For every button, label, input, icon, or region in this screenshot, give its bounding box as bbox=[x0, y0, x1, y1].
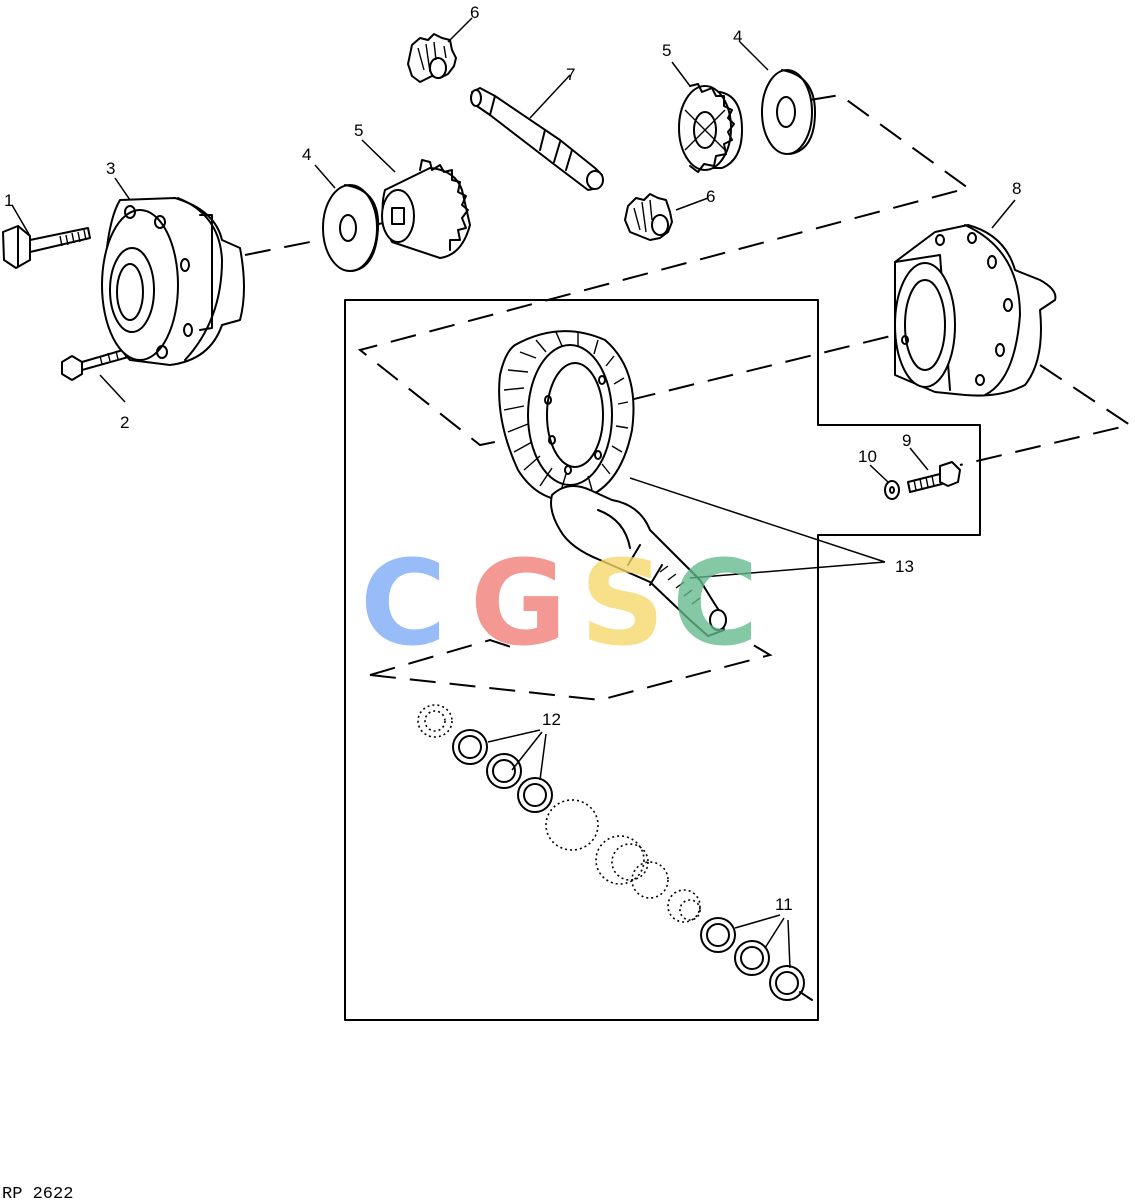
callout-2: 2 bbox=[120, 413, 129, 432]
part-4-thrust-washer-left bbox=[322, 184, 380, 272]
part-6-pinion-gear-top bbox=[407, 33, 457, 83]
callout-3: 3 bbox=[106, 159, 115, 178]
callout-9: 9 bbox=[902, 431, 911, 450]
callout-10: 10 bbox=[858, 447, 877, 466]
part-13-ring-gear-and-pinion bbox=[498, 330, 727, 637]
part-4-thrust-washer-right bbox=[761, 69, 816, 155]
cgsc-watermark: C G S C bbox=[360, 534, 759, 672]
callout-6-top: 6 bbox=[470, 3, 479, 22]
part-11-shim-set bbox=[700, 917, 813, 1001]
callout-5-left: 5 bbox=[354, 121, 363, 140]
part-9-cap-screw bbox=[907, 461, 961, 493]
callout-8: 8 bbox=[1012, 179, 1021, 198]
part-6-pinion-gear-lower bbox=[624, 193, 673, 241]
phantom-bearing-parts bbox=[545, 799, 701, 923]
part-12-shim-set bbox=[417, 704, 553, 813]
part-5-side-gear-right bbox=[678, 83, 743, 173]
case-boundary-box bbox=[344, 299, 981, 1021]
part-10-washer bbox=[884, 480, 900, 500]
part-8-case-half-right bbox=[894, 224, 1057, 397]
callout-6-lower: 6 bbox=[706, 187, 715, 206]
callout-13: 13 bbox=[895, 557, 914, 576]
callout-4-right: 4 bbox=[733, 27, 742, 46]
part-7-pinion-shaft bbox=[470, 87, 604, 191]
callout-1: 1 bbox=[4, 191, 13, 210]
part-3-case-half bbox=[101, 197, 245, 366]
figure-reference: RP 2622 bbox=[2, 1185, 73, 1204]
callout-5-right: 5 bbox=[662, 41, 671, 60]
callout-labels: 1 2 3 4 4 5 5 6 6 7 8 9 10 11 12 13 bbox=[4, 3, 1021, 914]
assembly-dashed-lines bbox=[244, 93, 1133, 702]
part-2-screw bbox=[61, 347, 133, 381]
part-1-cap-screw bbox=[2, 225, 91, 269]
watermark-letter-c2: C bbox=[672, 534, 759, 672]
callout-7: 7 bbox=[566, 65, 575, 84]
watermark-letter-g: G bbox=[470, 534, 567, 672]
leader-lines bbox=[11, 17, 1016, 969]
watermark-letter-c1: C bbox=[360, 534, 447, 672]
callout-4-left: 4 bbox=[302, 145, 311, 164]
callout-11: 11 bbox=[775, 895, 793, 914]
watermark-letter-s: S bbox=[580, 534, 665, 672]
part-5-side-gear-left bbox=[381, 159, 471, 259]
callout-12: 12 bbox=[542, 710, 561, 729]
